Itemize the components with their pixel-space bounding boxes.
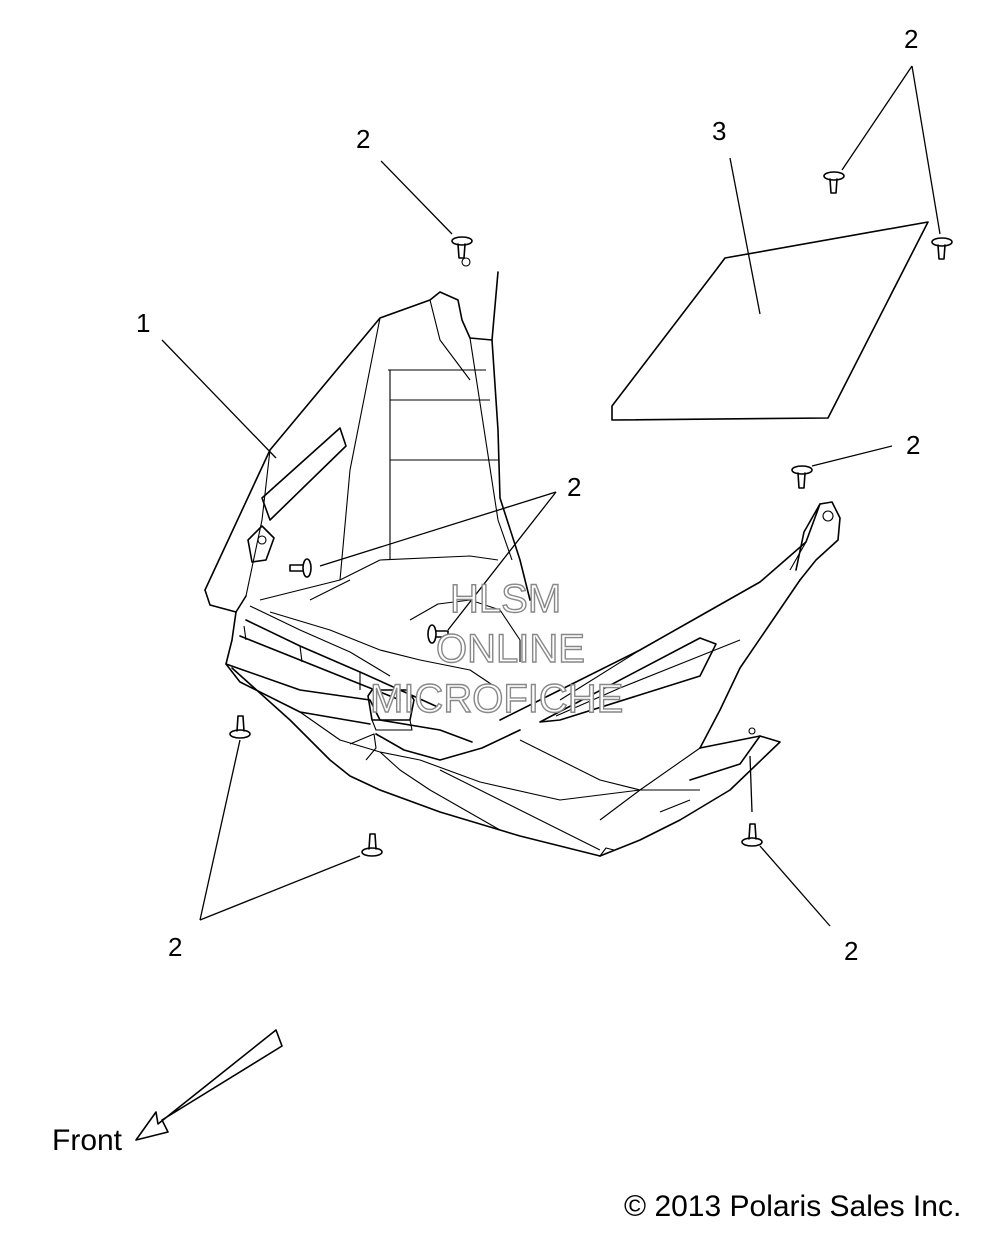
- fastener-top-right-a: [823, 171, 845, 194]
- watermark: HLSM ONLINE MICROFICHE: [369, 576, 624, 721]
- callout-2-lower-left: 2: [168, 932, 182, 962]
- fastener-center-left: [289, 558, 312, 578]
- watermark-line-1: HLSM: [450, 577, 561, 621]
- fastener-top-center: [451, 236, 473, 259]
- callout-2-right-mid: 2: [906, 430, 920, 460]
- watermark-line-2: ONLINE: [436, 627, 585, 671]
- copyright-notice: © 2013 Polaris Sales Inc.: [624, 1190, 961, 1223]
- fastener-lower-right: [741, 823, 763, 847]
- part-1-hood: [204, 257, 841, 857]
- leader-lines: [161, 65, 941, 927]
- callout-2-top-right: 2: [904, 24, 918, 54]
- callout-3: 3: [712, 116, 726, 146]
- front-label: Front: [52, 1124, 123, 1157]
- fastener-lower-left-a: [229, 715, 251, 739]
- part-3-panel: [611, 221, 929, 421]
- callout-2-center: 2: [567, 472, 581, 502]
- fastener-center-inner: [427, 624, 449, 644]
- watermark-line-3: MICROFICHE: [370, 677, 623, 721]
- fastener-right-mid: [791, 465, 813, 489]
- fastener-top-right-b: [931, 237, 953, 260]
- callout-1: 1: [136, 308, 150, 338]
- fastener-lower-left-b: [361, 833, 383, 857]
- callout-2-top-center: 2: [356, 124, 370, 154]
- front-arrow-icon: [135, 1029, 283, 1141]
- callout-2-lower-right: 2: [844, 936, 858, 966]
